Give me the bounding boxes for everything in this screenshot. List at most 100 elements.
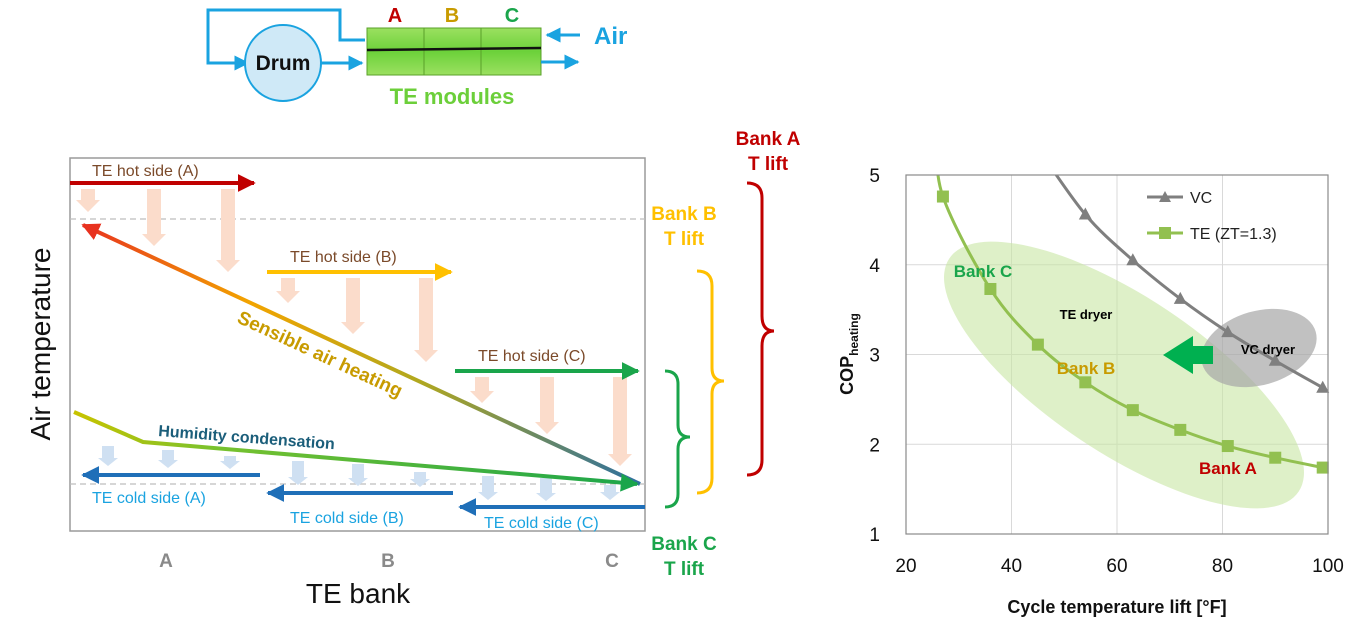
chart-series bbox=[936, 175, 1330, 474]
heat-drop-arrow bbox=[470, 377, 494, 403]
heat-drop-arrow bbox=[535, 377, 559, 434]
te-module-b bbox=[423, 27, 482, 76]
dryer-shift-arrow bbox=[1163, 336, 1213, 374]
module-letter-b: B bbox=[445, 5, 459, 27]
x-axis-label: TE bank bbox=[306, 578, 411, 609]
hot-side-c-label: TE hot side (C) bbox=[478, 348, 586, 365]
cold-drop-arrow bbox=[536, 478, 556, 501]
legend-vc-label: VC bbox=[1190, 190, 1212, 207]
vc-data-point bbox=[1221, 325, 1235, 338]
humidity-condensation-arrow bbox=[73, 410, 639, 492]
heat-transfer-arrows bbox=[76, 189, 632, 466]
bank-c-lift-line2: T lift bbox=[664, 559, 705, 580]
air-label: Air bbox=[594, 23, 627, 50]
te-data-point bbox=[1031, 338, 1044, 351]
annotation-bank-b: Bank B bbox=[1057, 359, 1116, 378]
te-data-point bbox=[936, 190, 949, 203]
te-data-point bbox=[1079, 376, 1092, 389]
bank-b-lift-brace bbox=[696, 269, 725, 495]
chart-legend: VC TE (ZT=1.3) bbox=[1147, 190, 1277, 243]
heat-drop-arrow bbox=[76, 189, 100, 212]
chart-y-axis-label: COPheating bbox=[837, 313, 861, 395]
module-letter-a: A bbox=[388, 5, 402, 27]
hot-side-b-label: TE hot side (B) bbox=[290, 249, 397, 266]
chart-plot-frame bbox=[905, 174, 1329, 535]
chart-x-tick-label: 20 bbox=[895, 556, 916, 577]
bank-c-lift-line1: Bank C bbox=[651, 534, 717, 555]
hot-side-a-label: TE hot side (A) bbox=[92, 163, 199, 180]
cold-drop-arrow bbox=[410, 472, 430, 487]
legend-te-label: TE (ZT=1.3) bbox=[1190, 226, 1277, 243]
chart-y-tick-label: 3 bbox=[869, 346, 880, 367]
heat-drop-arrow bbox=[414, 278, 438, 362]
chart-x-tick-label: 40 bbox=[1001, 556, 1022, 577]
heat-drop-arrow bbox=[276, 278, 300, 303]
chart-y-tick-label: 4 bbox=[869, 256, 880, 277]
humidity-condensation-label: Humidity condensation bbox=[158, 423, 336, 453]
te-data-point bbox=[1174, 423, 1187, 436]
cold-transfer-arrows bbox=[98, 446, 620, 501]
diagram-plot-frame bbox=[69, 157, 646, 532]
cold-drop-arrow bbox=[98, 446, 118, 466]
cold-side-b-label: TE cold side (B) bbox=[290, 510, 404, 527]
vc-data-point bbox=[1078, 207, 1092, 220]
chart-x-tick-label: 80 bbox=[1212, 556, 1233, 577]
vc-data-point bbox=[1316, 380, 1330, 393]
chart-x-tick-label: 100 bbox=[1312, 556, 1344, 577]
te-data-point bbox=[1126, 404, 1139, 417]
legend-vc-marker bbox=[1159, 191, 1171, 202]
cold-drop-arrow bbox=[158, 450, 178, 468]
chart-x-tick-label: 60 bbox=[1106, 556, 1127, 577]
chart-y-tick-label: 2 bbox=[869, 435, 880, 456]
heat-drop-arrow bbox=[341, 278, 365, 334]
drum-label: Drum bbox=[256, 52, 311, 75]
chart-x-axis-label: Cycle temperature lift [°F] bbox=[1007, 597, 1226, 617]
air-recirculation-line bbox=[206, 8, 365, 71]
te-modules-block bbox=[366, 27, 542, 76]
bank-tick-a: A bbox=[159, 551, 173, 572]
bank-a-lift-line2: T lift bbox=[748, 154, 789, 175]
vc-data-point bbox=[1268, 353, 1282, 366]
bank-a-lift-line1: Bank A bbox=[736, 129, 801, 150]
legend-te-marker bbox=[1159, 227, 1171, 239]
heat-drop-arrow bbox=[142, 189, 166, 246]
bank-tick-c: C bbox=[605, 551, 619, 572]
sensible-heating-label: Sensible air heating bbox=[234, 307, 406, 402]
cold-drop-arrow bbox=[220, 456, 240, 469]
bank-tick-b: B bbox=[381, 551, 395, 572]
bank-b-lift-line1: Bank B bbox=[651, 204, 716, 225]
cold-side-a-label: TE cold side (A) bbox=[92, 490, 206, 507]
annotation-te-dryer: TE dryer bbox=[1060, 307, 1113, 322]
cold-side-c-label: TE cold side (C) bbox=[484, 515, 599, 532]
heat-drop-arrow bbox=[608, 377, 632, 466]
cold-drop-arrow bbox=[288, 461, 308, 485]
chart-y-tick-label: 5 bbox=[869, 166, 880, 187]
te-module-a bbox=[366, 27, 425, 76]
annotation-vc-dryer: VC dryer bbox=[1241, 342, 1295, 357]
chart-y-axis-sub: heating bbox=[847, 313, 861, 356]
vc-data-point bbox=[1173, 291, 1187, 304]
bank-c-lift-brace bbox=[664, 369, 691, 509]
te-module-divider bbox=[366, 46, 542, 52]
y-axis-label: Air temperature bbox=[25, 248, 56, 441]
module-letter-c: C bbox=[505, 5, 519, 27]
heat-drop-arrow bbox=[216, 189, 240, 272]
sensible-heating-arrow bbox=[81, 223, 641, 486]
vc-data-point bbox=[1126, 253, 1140, 266]
air-temperature-diagram: TE hot side (A) TE hot side (B) TE hot s… bbox=[25, 129, 801, 609]
cold-drop-arrow bbox=[478, 476, 498, 500]
te-module-c bbox=[480, 27, 542, 76]
cold-drop-arrow bbox=[600, 485, 620, 500]
te-data-point bbox=[984, 282, 997, 295]
te-data-point bbox=[1269, 451, 1282, 464]
te-data-point bbox=[1221, 440, 1234, 453]
cold-drop-arrow bbox=[348, 464, 368, 486]
te-modules-label: TE modules bbox=[390, 84, 515, 109]
te-data-point bbox=[1316, 461, 1329, 474]
annotation-bank-c: Bank C bbox=[954, 262, 1013, 281]
chart-y-axis-main: COP bbox=[837, 356, 857, 395]
system-schematic: Drum A B C Air TE modules bbox=[206, 5, 627, 109]
te-series-line bbox=[936, 175, 1324, 470]
